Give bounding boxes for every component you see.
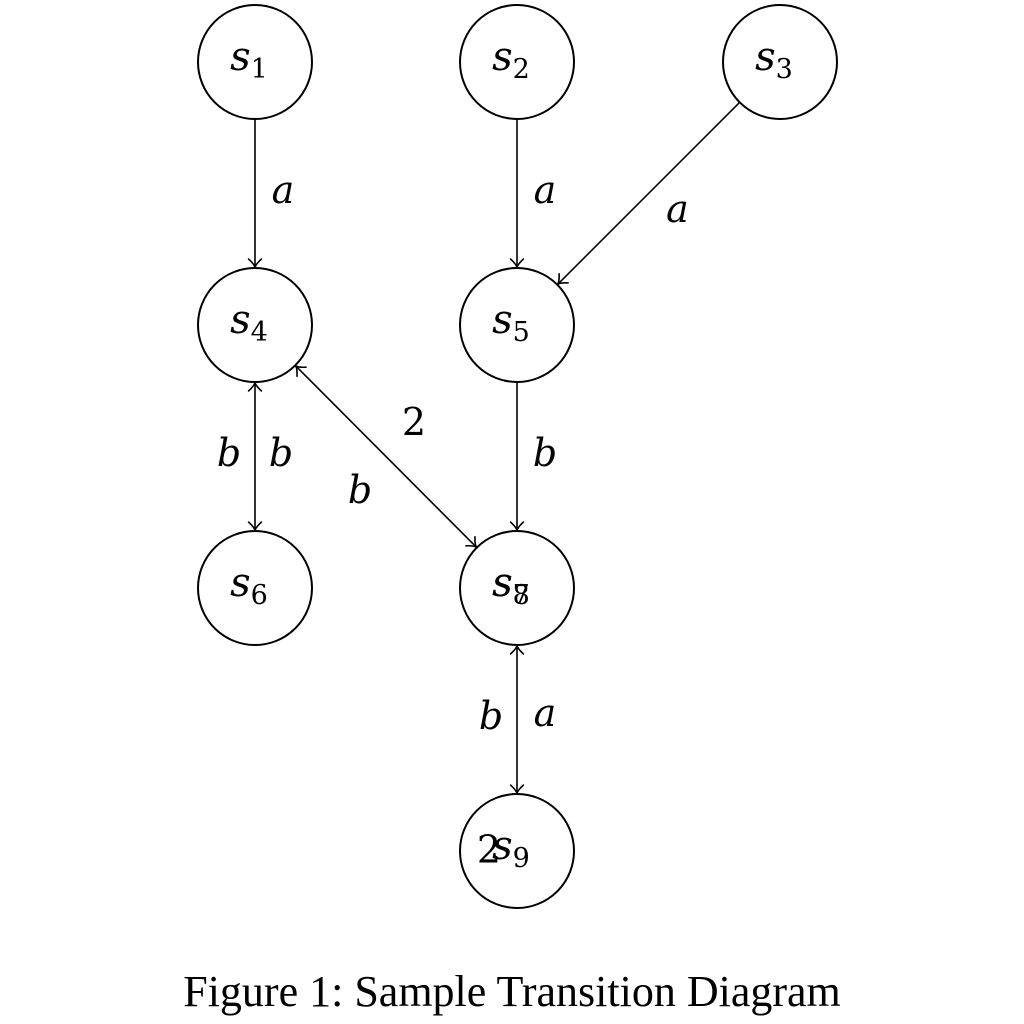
- state-label-s1: s1: [230, 34, 268, 85]
- state-label-base-s1: s: [230, 34, 251, 80]
- state-circle-s5: [459, 267, 575, 383]
- edge-line-s4-s7: [294, 364, 478, 549]
- state-node-s9: s9: [459, 793, 575, 909]
- state-label-sub-s5: 5: [513, 317, 530, 348]
- edges-layer: [247, 101, 741, 795]
- state-circle-s1: [197, 4, 313, 120]
- edge-label-s7-s4: 2: [402, 400, 426, 444]
- state-label-s3: s3: [755, 34, 793, 85]
- edge-label-s3-s5: a: [666, 187, 689, 231]
- state-node-s4: s4: [197, 267, 313, 383]
- state-label-sub-s8: 8: [513, 580, 530, 611]
- state-circle-s4: [197, 267, 313, 383]
- state-label-base-s2: s: [492, 34, 513, 80]
- state-label-s9: s9: [492, 823, 530, 874]
- edge-label-s4-s6: b: [269, 431, 293, 475]
- edge-label-s2-s5: a: [534, 168, 557, 212]
- state-circle-s9: [459, 793, 575, 909]
- state-label-sub-s3: 3: [776, 54, 793, 85]
- state-label-s8: s8: [492, 560, 530, 611]
- edge-label-s5-s7: b: [533, 431, 557, 475]
- state-label-sub-s4: 4: [251, 317, 268, 348]
- state-label-sub-s9: 9: [513, 843, 530, 874]
- state-label-s6: s6: [230, 560, 268, 611]
- state-label-sub-s7: 7: [513, 580, 530, 611]
- edge-label-s4-s7: b: [348, 468, 372, 512]
- state-label-base-s7: s: [492, 560, 513, 606]
- state-label-base-s8: s: [492, 560, 513, 606]
- state-node-s1: s1: [197, 4, 313, 120]
- state-circle-s7: [459, 530, 575, 646]
- state-label-base-s9: s: [492, 823, 513, 869]
- edge-label-s6-s4: b: [217, 431, 241, 475]
- state-node-s5: s5: [459, 267, 575, 383]
- state-node-s6: s6: [197, 530, 313, 646]
- state-label-base-s4: s: [230, 297, 251, 343]
- edge-line-s3-s5: [556, 101, 741, 286]
- edge-label-s9-s8: a: [534, 691, 557, 735]
- state-circle-s6: [197, 530, 313, 646]
- edge-label-s1-s4: a: [272, 168, 295, 212]
- state-node-s8: s8: [492, 560, 530, 611]
- state-node-s7: s7: [459, 530, 575, 646]
- state-circle-s2: [459, 4, 575, 120]
- state-label-base-s5: s: [492, 297, 513, 343]
- state-label-sub-s6: 6: [251, 580, 268, 611]
- figure-caption: Figure 1: Sample Transition Diagram: [183, 967, 841, 1016]
- state-circle-s3: [722, 4, 838, 120]
- state-label-s4: s4: [230, 297, 268, 348]
- state-label-s2: s2: [492, 34, 530, 85]
- stray-label-s9: 2: [477, 828, 501, 872]
- state-label-base-s3: s: [755, 34, 776, 80]
- state-label-sub-s2: 2: [513, 54, 530, 85]
- state-label-base-s6: s: [230, 560, 251, 606]
- state-label-s7: s7: [492, 560, 530, 611]
- state-node-s3: s3: [722, 4, 838, 120]
- state-label-s5: s5: [492, 297, 530, 348]
- state-label-sub-s1: 1: [251, 54, 268, 85]
- state-node-s2: s2: [459, 4, 575, 120]
- edge-label-s8-s9: b: [479, 694, 503, 738]
